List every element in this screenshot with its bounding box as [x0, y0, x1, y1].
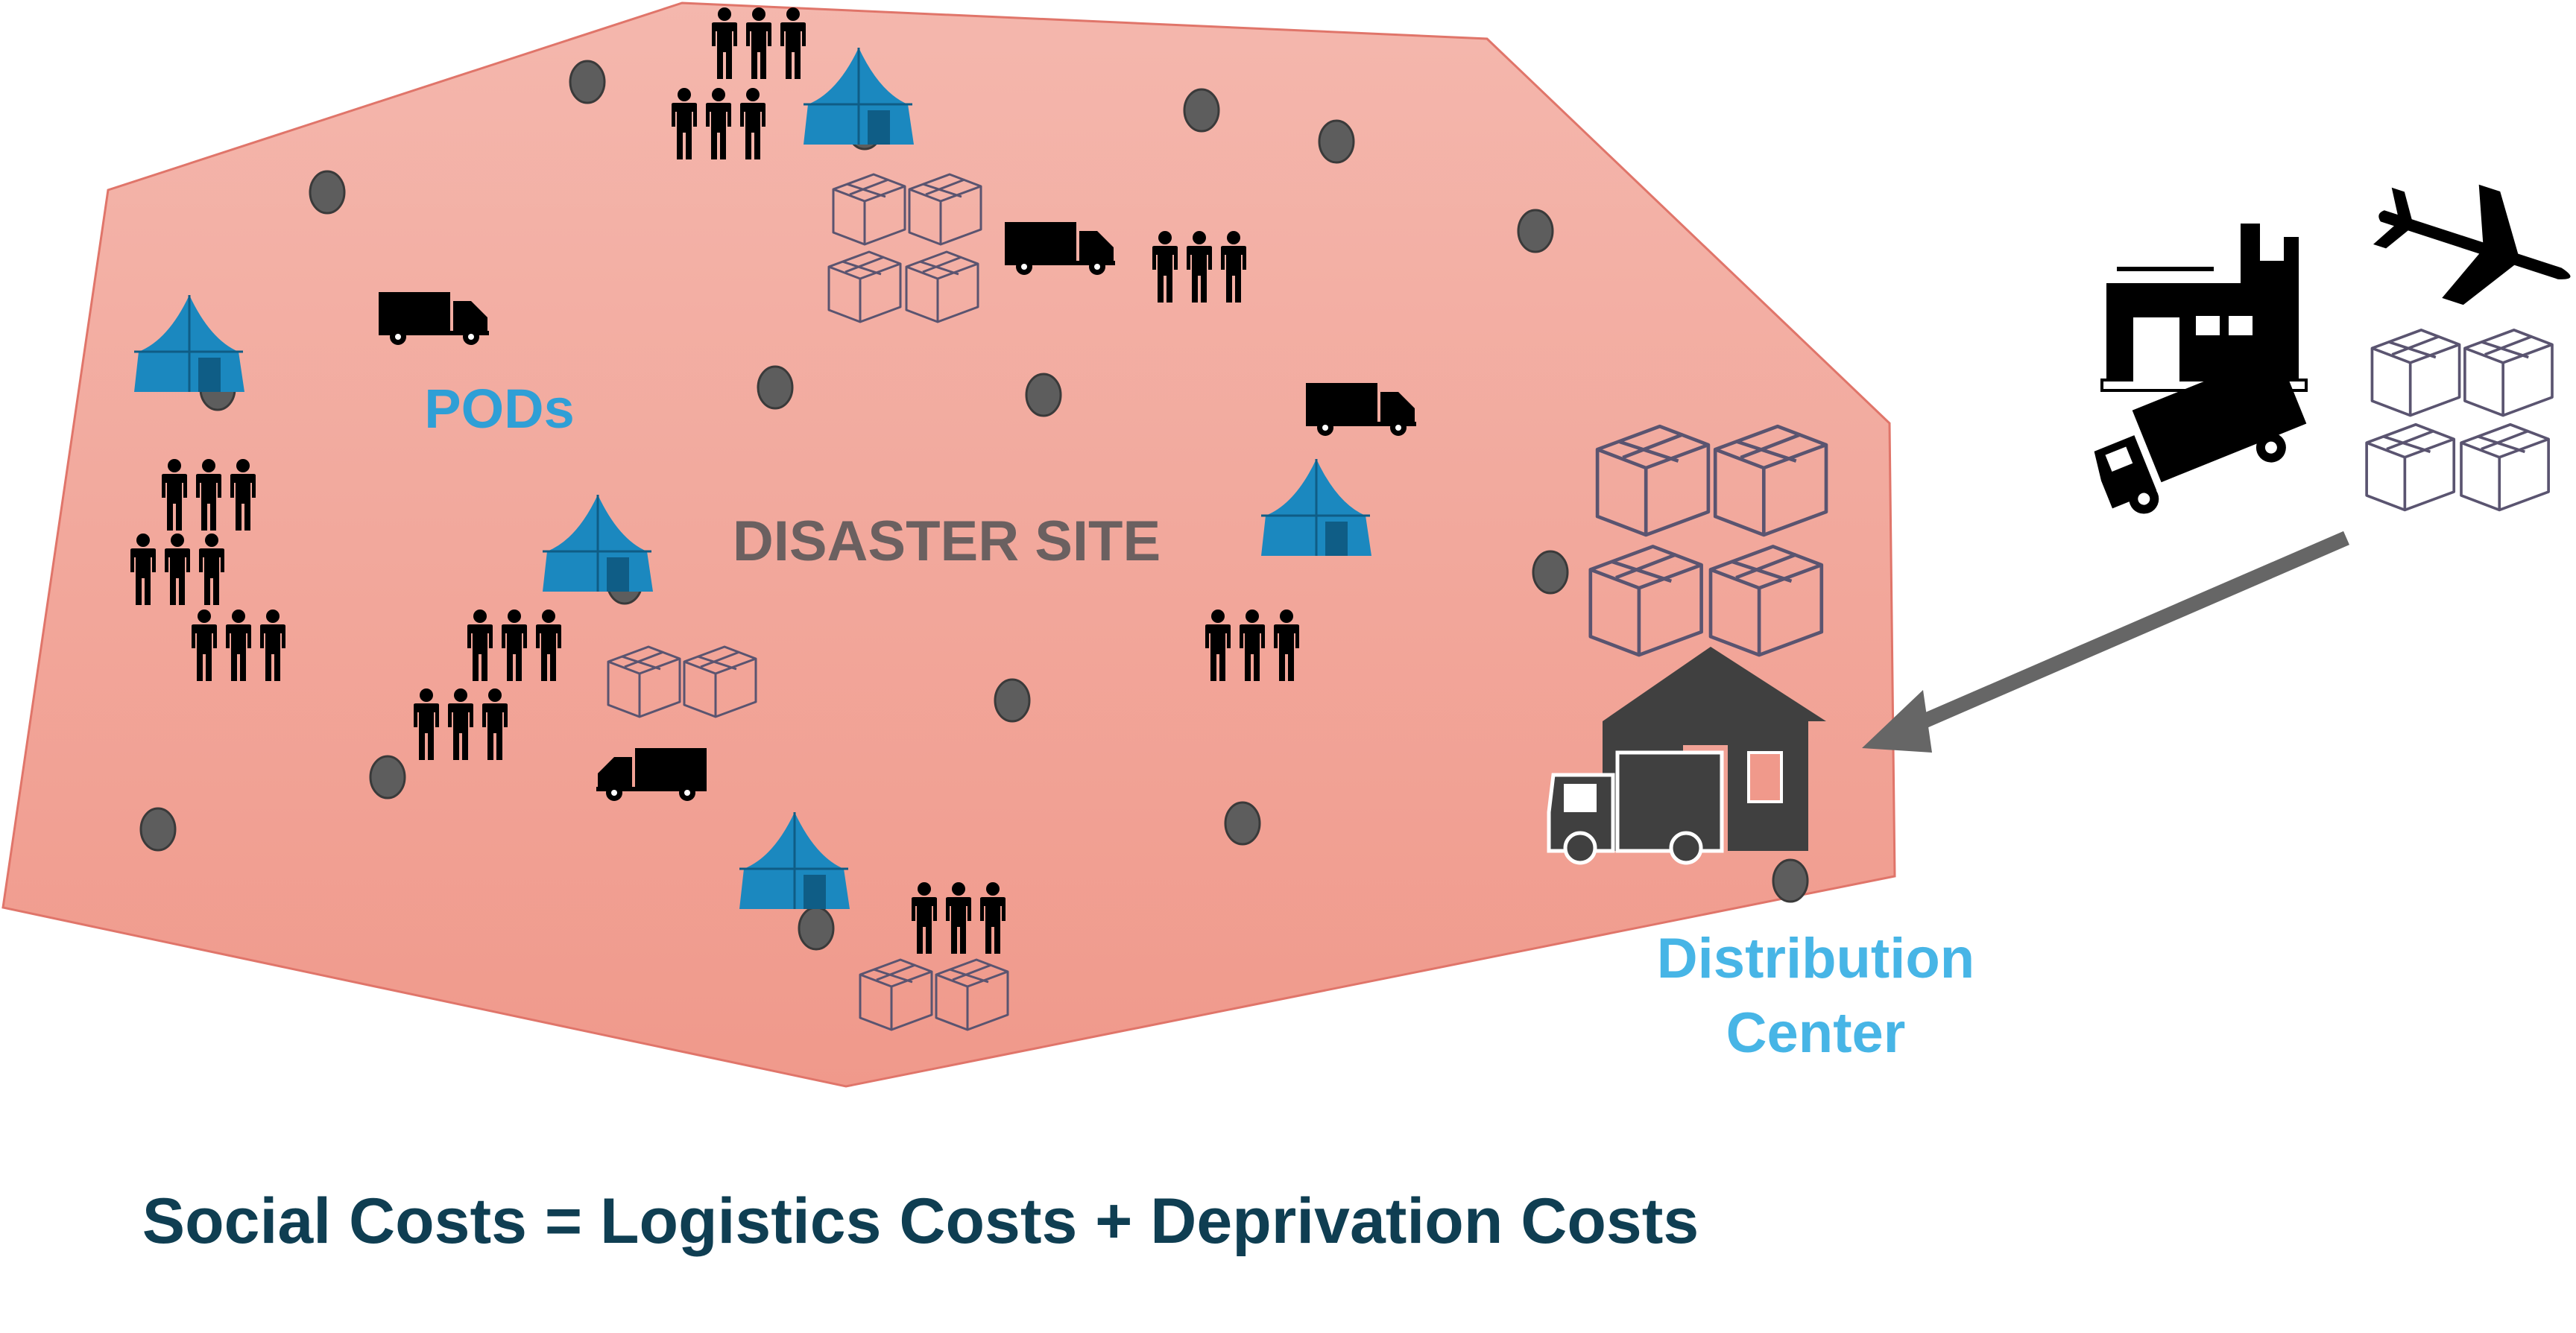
warehouse-icon — [1547, 647, 1826, 865]
dot-icon — [309, 170, 346, 215]
dot-icon — [1318, 119, 1355, 164]
arrow-icon — [1862, 531, 2349, 753]
dot-icon — [1532, 550, 1569, 595]
dot-icon — [1224, 801, 1261, 846]
disaster-site-label: DISASTER SITE — [733, 510, 1161, 573]
pods-label: PODs — [424, 378, 575, 440]
social-costs-equation: Social Costs = Logistics Costs + Depriva… — [142, 1185, 1699, 1257]
dot-icon — [139, 807, 177, 852]
dot-icon — [994, 678, 1031, 723]
factory-icon — [2100, 224, 2308, 392]
dot-icon — [1517, 209, 1554, 253]
dot-icon — [569, 60, 606, 104]
distribution-center-label-line2: Center — [1726, 1001, 1906, 1065]
supply-truck-icon — [2094, 352, 2307, 514]
airplane-icon — [2373, 184, 2571, 305]
dot-icon — [798, 906, 835, 951]
dot-icon — [1025, 373, 1062, 417]
distribution-center-label-line1: Distribution — [1657, 927, 1974, 990]
dot-icon — [1183, 88, 1220, 133]
dot-icon — [369, 755, 406, 800]
disaster-site-region — [1, 1, 1896, 1088]
box-icon — [2367, 330, 2552, 510]
dot-icon — [1772, 858, 1809, 903]
dot-icon — [757, 365, 794, 410]
